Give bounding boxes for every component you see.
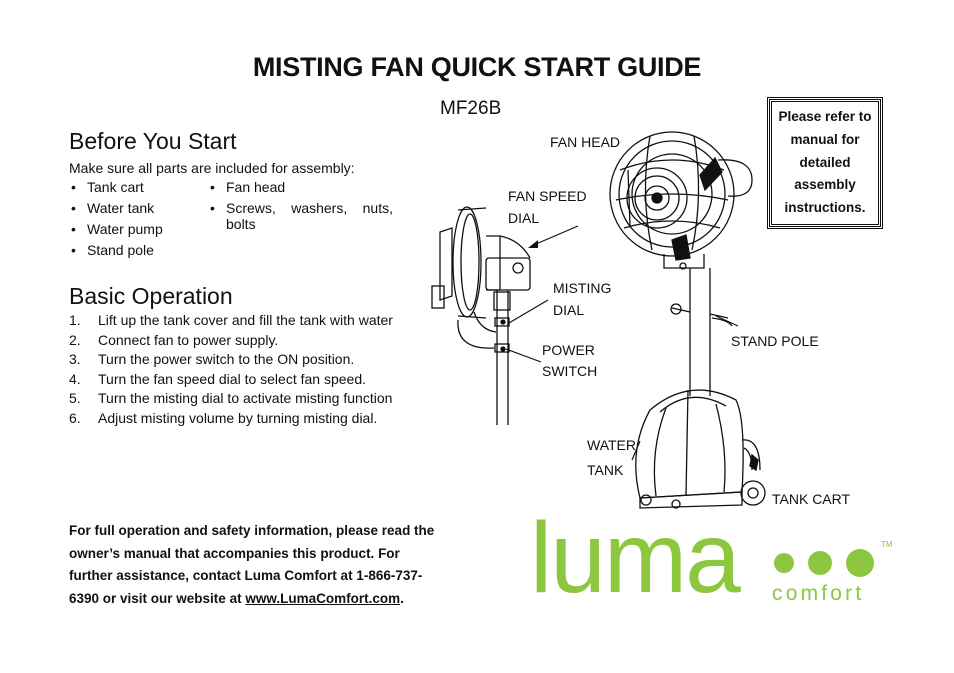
step-item: 1. Lift up the tank cover and fill the ta… (69, 311, 393, 331)
list-item: Stand pole (69, 242, 199, 258)
label-power: POWER (542, 342, 595, 358)
basic-operation-heading: Basic Operation (69, 283, 233, 309)
step-text: Turn the misting dial to activate mistin… (98, 390, 393, 407)
misting-fan-front-illustration (609, 131, 766, 509)
label-misting: MISTING (553, 280, 612, 296)
notice-text: Please refer to manual for detailed asse… (778, 109, 872, 216)
footer-body: For full operation and safety informatio… (69, 523, 435, 606)
footer-end: . (400, 590, 404, 606)
misting-fan-side-illustration (431, 206, 531, 425)
model-number: MF26B (440, 98, 502, 119)
label-fan-speed: FAN SPEED (508, 188, 587, 204)
step-text: Turn the fan speed dial to select fan sp… (98, 370, 366, 387)
step-number: 2. (69, 331, 81, 348)
luma-logo-wordmark: luma (530, 502, 741, 614)
label-tank-cart: TANK CART (772, 491, 851, 507)
step-text: Lift up the tank cover and fill the tank… (98, 312, 393, 328)
label-water-tank: TANK (587, 462, 624, 478)
step-number: 6. (69, 409, 81, 426)
label-fan-head: FAN HEAD (550, 134, 621, 150)
label-misting-dial: DIAL (553, 302, 585, 318)
step-number: 4. (69, 370, 81, 387)
trademark-mark: TM (881, 540, 893, 549)
step-item: 4. Turn the fan speed dial to select fan … (69, 370, 393, 390)
step-number: 5. (69, 390, 81, 407)
step-text: Connect fan to power supply. (98, 331, 279, 348)
list-item: Water pump (69, 221, 199, 237)
manual-notice-box: Please refer to manual for detailed asse… (767, 97, 883, 229)
footer-contact-text: For full operation and safety informatio… (69, 520, 444, 610)
list-item: Screws, washers, nuts, bolts (208, 200, 393, 232)
list-item: Water tank (69, 200, 199, 216)
step-number: 3. (69, 351, 81, 368)
step-number: 1. (69, 312, 81, 328)
label-arrowheads (528, 240, 538, 248)
step-text: Adjust misting volume by turning misting… (98, 409, 378, 426)
luma-logo-subtext: comfort (772, 582, 865, 605)
step-item: 5. Turn the misting dial to activate mist… (69, 389, 393, 409)
label-stand-pole: STAND POLE (731, 333, 819, 349)
list-item: Tank cart (69, 179, 199, 195)
list-item: Fan head (208, 179, 393, 195)
step-text: Turn the power switch to the ON position… (98, 351, 355, 368)
label-pointer-lines (505, 225, 739, 461)
label-power-switch: SWITCH (542, 363, 598, 379)
website-link[interactable]: www.LumaComfort.com (245, 590, 401, 606)
parts-list-left: Tank cart Water tank Water pump Stand po… (69, 179, 199, 263)
step-item: 3. Turn the power switch to the ON positi… (69, 350, 393, 370)
parts-list-right: Fan head Screws, washers, nuts, bolts (208, 179, 393, 237)
operation-steps: 1. Lift up the tank cover and fill the ta… (69, 311, 393, 429)
before-you-start-intro: Make sure all parts are included for ass… (69, 160, 355, 176)
step-item: 6. Adjust misting volume by turning misti… (69, 409, 393, 429)
before-you-start-heading: Before You Start (69, 128, 237, 154)
step-item: 2. Connect fan to power supply. (69, 331, 393, 351)
label-water: WATER (587, 437, 636, 453)
label-fan-speed-dial: DIAL (508, 210, 540, 226)
luma-logo-dots (774, 549, 874, 577)
page-title: MISTING FAN QUICK START GUIDE (252, 52, 702, 82)
